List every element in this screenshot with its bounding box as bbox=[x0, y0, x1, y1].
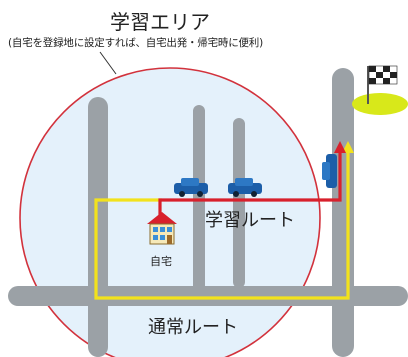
learning-area-title: 学習エリア bbox=[110, 10, 210, 34]
car-icon bbox=[174, 178, 208, 197]
learning-route-line bbox=[158, 152, 342, 216]
normal-route-label: 通常ルート bbox=[148, 317, 238, 338]
house-icon bbox=[147, 212, 177, 245]
learning-route-arrowhead bbox=[334, 141, 346, 153]
learning-area-note: (自宅を登録地に設定すれば、自宅出発・帰宅時に便利) bbox=[8, 37, 263, 49]
area-leader-line bbox=[99, 51, 117, 75]
road-right-vertical bbox=[332, 68, 354, 357]
normal-route-arrowhead bbox=[342, 141, 354, 153]
checkered-flag-icon bbox=[367, 65, 398, 104]
car-icon bbox=[228, 178, 262, 197]
goal-pad bbox=[352, 93, 408, 115]
car-icon bbox=[322, 154, 337, 188]
home-label: 自宅 bbox=[150, 255, 172, 268]
learning-route-label: 学習ルート bbox=[205, 210, 295, 231]
normal-route-line bbox=[94, 152, 350, 300]
road-center-vertical-2 bbox=[233, 118, 245, 288]
road-left-vertical bbox=[88, 97, 108, 357]
